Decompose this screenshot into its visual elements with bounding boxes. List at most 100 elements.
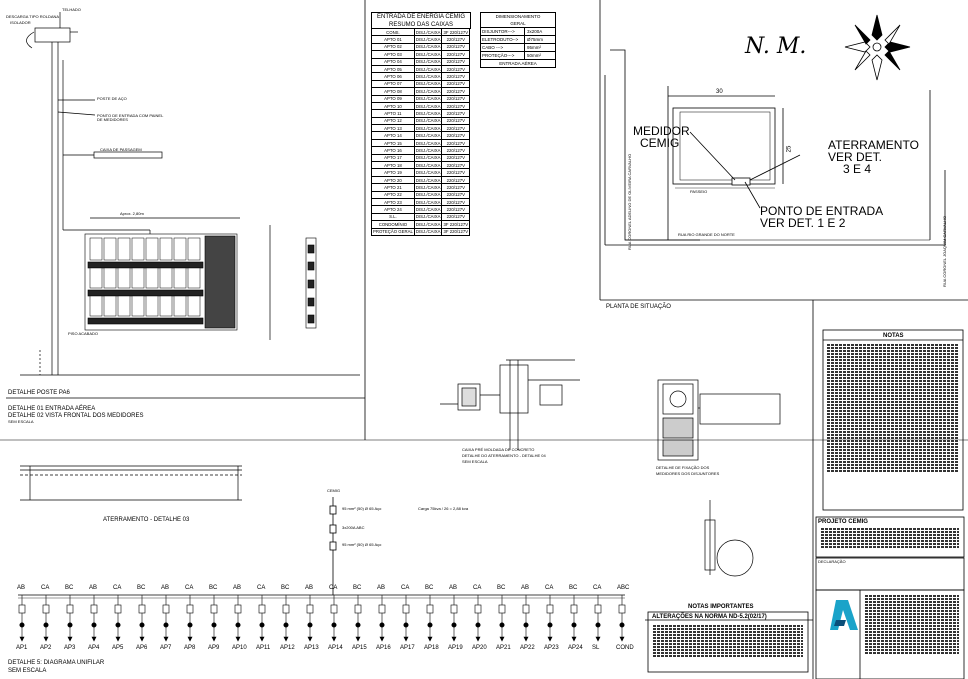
summary-cell: 220/127V bbox=[441, 109, 471, 118]
meter-label-1: MEDIDOR bbox=[633, 124, 690, 138]
feeder-arrow bbox=[451, 636, 457, 642]
diagram-cable-1: 95 mm² (50) Ø 65 Aço bbox=[342, 506, 382, 511]
feeder-meter bbox=[427, 622, 433, 628]
summary-cell: DISJ./CAIXA bbox=[413, 101, 443, 111]
feeder-arrow bbox=[19, 636, 25, 642]
feeder-arrow bbox=[43, 636, 49, 642]
feeder-arrow bbox=[499, 636, 505, 642]
meter-label-2: CEMIG bbox=[640, 136, 680, 150]
feeder-meter bbox=[595, 622, 601, 628]
feeder-meter bbox=[475, 622, 481, 628]
label-ponto-entrada: PONTO DE ENTRADA COM PAINEL DE MEDIDORES bbox=[97, 113, 164, 122]
feeder-meter bbox=[235, 622, 241, 628]
company-logo-icon bbox=[830, 600, 858, 630]
feeder-breaker bbox=[282, 604, 290, 614]
label-isolador: ISOLADOR bbox=[10, 20, 31, 25]
notes-title: NOTAS bbox=[883, 333, 904, 339]
sizing-value: 3x200A bbox=[527, 29, 543, 34]
feeder-breaker bbox=[114, 604, 122, 614]
summary-cell: DISJ./CAIXA bbox=[413, 212, 443, 222]
summary-cell: APTO 16 bbox=[371, 146, 415, 155]
sidewalk-label: PASSEIO bbox=[690, 189, 708, 194]
feeder-breaker bbox=[354, 604, 362, 614]
summary-cell: APTO 04 bbox=[371, 57, 415, 66]
summary-cell: DISJ./CAIXA bbox=[413, 50, 443, 59]
summary-cell: 220/127V bbox=[441, 175, 471, 185]
phase-label: CA bbox=[41, 585, 50, 591]
summary-cell: 220/127V bbox=[441, 153, 471, 163]
summary-cell: APTO 15 bbox=[371, 138, 415, 148]
summary-cell: DISJ./CAIXA bbox=[413, 190, 443, 200]
breaker-caption-2: MEDIDORES DOS DISJUNTORES bbox=[656, 471, 720, 476]
summary-cell: APTO 05 bbox=[371, 64, 415, 74]
summary-cell: 220/127V bbox=[441, 183, 471, 192]
feeder-meter bbox=[451, 622, 457, 628]
entry-label-1: PONTO DE ENTRADA bbox=[760, 204, 884, 218]
summary-cell: 220/127V bbox=[441, 79, 471, 89]
feeder-breaker bbox=[138, 604, 146, 614]
output-label: AP24 bbox=[568, 645, 583, 651]
diagram-caption-1: DETALHE 5: DIAGRAMA UNIFILAR bbox=[8, 660, 105, 666]
feeder-arrow bbox=[523, 636, 529, 642]
meter-grid bbox=[89, 237, 201, 317]
street-bottom: RUA RIO GRANDE DO NORTE bbox=[678, 232, 735, 237]
phase-label: BC bbox=[497, 585, 506, 591]
summary-cell: APTO 19 bbox=[371, 168, 415, 177]
summary-cell: 220/127V bbox=[441, 124, 471, 133]
phase-label: BC bbox=[281, 585, 290, 591]
output-label: AP9 bbox=[208, 645, 220, 651]
street-right: RUA CORONEL JOAQUIM CARVALHO bbox=[942, 215, 947, 287]
phase-label: AB bbox=[449, 585, 458, 591]
output-label: AP15 bbox=[352, 645, 367, 651]
sizing-row: ELETRODUTO-->Ø75mm bbox=[481, 36, 555, 44]
feeder-breaker bbox=[618, 604, 626, 614]
summary-cell: DISJ./CAIXA bbox=[413, 124, 443, 133]
phase-label: BC bbox=[569, 585, 578, 591]
summary-cell: 220/127V bbox=[441, 42, 471, 52]
phase-label: BC bbox=[353, 585, 362, 591]
phase-label: CA bbox=[113, 585, 122, 591]
feeder-breaker bbox=[306, 604, 314, 614]
trench-detail bbox=[20, 465, 242, 501]
summary-cell: PROTEÇÃO GERAL bbox=[371, 227, 415, 236]
output-label: AP12 bbox=[280, 645, 295, 651]
ground-label-3: 3 E 4 bbox=[843, 162, 872, 176]
output-label: AP17 bbox=[400, 645, 415, 651]
feeder-lines bbox=[18, 595, 626, 642]
summary-cell: 220/127V bbox=[441, 197, 471, 207]
output-label: AP16 bbox=[376, 645, 391, 651]
feeder-meter bbox=[187, 622, 193, 628]
summary-cell: DISJ./CAIXA bbox=[413, 175, 443, 185]
summary-cell: DISJ./CAIXA bbox=[413, 153, 443, 163]
summary-cell: APTO 14 bbox=[371, 131, 415, 140]
summary-cell: S.L. bbox=[371, 212, 415, 222]
summary-cell: DISJ./CAIXA bbox=[413, 116, 443, 126]
important-subtitle: ALTERAÇÕES NA NORMA ND-5.2(02/17) bbox=[652, 614, 767, 620]
sizing-key: ELETRODUTO--> bbox=[481, 36, 525, 43]
feeder-arrow bbox=[139, 636, 145, 642]
feeder-meter bbox=[163, 622, 169, 628]
feeder-breaker bbox=[90, 604, 98, 614]
output-label: AP23 bbox=[544, 645, 559, 651]
label-descarga: DESCARGA TIPO ROLDANA bbox=[6, 14, 60, 19]
summary-cell: APTO 02 bbox=[371, 42, 415, 52]
output-label: AP10 bbox=[232, 645, 247, 651]
summary-cell: DISJ./CAIXA bbox=[413, 220, 443, 229]
north-label: N. M. bbox=[745, 34, 807, 59]
feeder-meter bbox=[571, 622, 577, 628]
feeder-meter bbox=[259, 622, 265, 628]
entry-label-2: VER DET. 1 E 2 bbox=[760, 216, 846, 230]
summary-cell: CONDOMÍNIO bbox=[371, 220, 415, 229]
feeder-arrow bbox=[259, 636, 265, 642]
feeder-meter bbox=[523, 622, 529, 628]
phase-label: AB bbox=[89, 585, 98, 591]
